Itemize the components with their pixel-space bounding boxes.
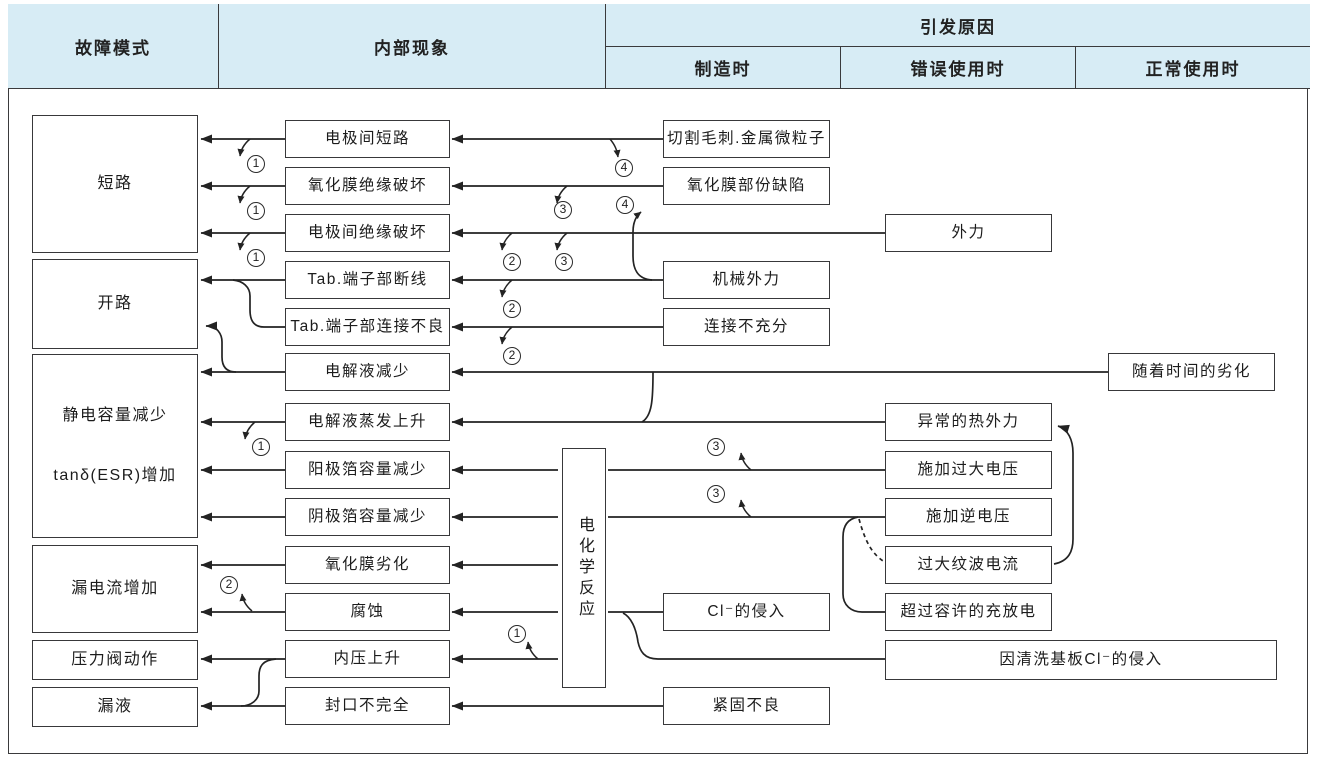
node-label: 电解液减少 [324, 363, 410, 381]
header-at-misuse: 错误使用时 [840, 46, 1075, 88]
node-corrosion: 腐蚀 [285, 593, 450, 631]
ref-mark-ref-2-insulation: 2 [503, 253, 521, 271]
ref-mark-ref-4-external-force: 4 [616, 196, 634, 214]
node-label: Tab.端子部断线 [307, 271, 428, 289]
node-label: 开路 [97, 295, 133, 312]
node-leakage-current-increase: 漏电流增加 [32, 545, 198, 633]
node-tab-terminal-wire-break: Tab.端子部断线 [285, 261, 450, 299]
node-label: 切割毛刺.金属微粒子 [667, 130, 826, 148]
header-at-normal-use: 正常使用时 [1075, 46, 1310, 88]
node-cl-intrusion: Cl⁻的侵入 [663, 593, 830, 631]
node-label: 超过容许的充放电 [900, 603, 1037, 621]
node-label: 短路 [97, 175, 133, 192]
node-excessive-ripple-current: 过大纹波电流 [885, 546, 1052, 584]
node-label: 电极间绝缘破坏 [307, 224, 427, 242]
node-open-circuit: 开路 [32, 259, 198, 349]
node-reverse-voltage: 施加逆电压 [885, 498, 1052, 536]
ref-mark-ref-2-tab-connection: 2 [503, 347, 521, 365]
ref-mark-ref-3-insulation: 3 [555, 253, 573, 271]
node-label: 因清洗基板Cl⁻的侵入 [999, 651, 1163, 669]
ref-mark-ref-2-corrosion: 2 [220, 576, 238, 594]
node-label: 阳极箔容量减少 [307, 461, 427, 479]
header-internal-phenomenon: 内部现象 [218, 4, 605, 88]
node-degradation-over-time: 随着时间的劣化 [1108, 353, 1275, 391]
ref-mark-ref-1-short-c: 1 [247, 249, 265, 267]
ref-mark-ref-1-short-a: 1 [247, 155, 265, 173]
node-label: 施加过大电压 [917, 461, 1020, 479]
node-abnormal-thermal-stress: 异常的热外力 [885, 403, 1052, 441]
node-external-force: 外力 [885, 214, 1052, 252]
header-at-normal-use-label: 正常使用时 [1145, 60, 1241, 79]
node-electrode-insulation-breakdown: 电极间绝缘破坏 [285, 214, 450, 252]
node-internal-pressure-rise: 内压上升 [285, 640, 450, 678]
node-label: 漏液 [97, 698, 133, 715]
header-divider [8, 88, 1310, 89]
header-failure-mode: 故障模式 [8, 4, 218, 88]
header-trigger-cause-label: 引发原因 [920, 17, 996, 37]
node-label: tanδ(ESR)增加 [53, 467, 177, 484]
node-label: 氧化膜劣化 [324, 556, 410, 574]
node-oxide-film-insulation-breakdown: 氧化膜绝缘破坏 [285, 167, 450, 205]
node-label: 过大纹波电流 [917, 556, 1020, 574]
node-label: 内压上升 [333, 650, 402, 668]
node-label: 电化学反应 [576, 515, 593, 621]
node-label: 机械外力 [712, 271, 781, 289]
ref-mark-ref-2-tab-break: 2 [503, 300, 521, 318]
header-at-misuse-label: 错误使用时 [910, 60, 1006, 79]
node-excessive-voltage: 施加过大电压 [885, 451, 1052, 489]
node-bad-tightening: 紧固不良 [663, 687, 830, 725]
node-label: Cl⁻的侵入 [707, 603, 786, 621]
node-cutting-burr-metal-particles: 切割毛刺.金属微粒子 [663, 120, 830, 158]
node-label: 施加逆电压 [925, 508, 1011, 526]
node-label: 紧固不良 [712, 697, 781, 715]
node-label: 腐蚀 [350, 603, 385, 621]
node-pressure-valve-operation: 压力阀动作 [32, 640, 198, 680]
node-incomplete-sealing: 封口不完全 [285, 687, 450, 725]
node-anode-foil-capacity-decrease: 阳极箔容量减少 [285, 451, 450, 489]
ref-mark-ref-3-anode: 3 [707, 438, 725, 456]
node-electrolyte-evaporation-rise: 电解液蒸发上升 [285, 403, 450, 441]
node-label: 电极间短路 [324, 130, 410, 148]
node-label: 随着时间的劣化 [1131, 363, 1251, 381]
node-capacitance-decrease: 静电容量减少 tanδ(ESR)增加 [32, 354, 198, 538]
node-label: 压力阀动作 [71, 651, 159, 668]
header-trigger-cause: 引发原因 [605, 4, 1310, 46]
ref-mark-ref-1-short-b: 1 [247, 202, 265, 220]
ref-mark-ref-3-cathode: 3 [707, 485, 725, 503]
ref-mark-ref-4-burr: 4 [615, 159, 633, 177]
node-electrochemical-reaction: 电化学反应 [562, 448, 606, 688]
node-insufficient-connection: 连接不充分 [663, 308, 830, 346]
node-electrode-short: 电极间短路 [285, 120, 450, 158]
node-label: 阴极箔容量减少 [307, 508, 427, 526]
node-pcb-cleaning-cl-intrusion: 因清洗基板Cl⁻的侵入 [885, 640, 1277, 680]
node-label: 电解液蒸发上升 [307, 413, 427, 431]
header-failure-mode-label: 故障模式 [75, 38, 151, 58]
ref-mark-ref-1-evaporation: 1 [252, 438, 270, 456]
header-at-manufacturing: 制造时 [605, 46, 840, 88]
node-label: 外力 [951, 224, 986, 242]
node-mechanical-external-force: 机械外力 [663, 261, 830, 299]
ref-mark-ref-3-oxide: 3 [554, 201, 572, 219]
node-label: 封口不完全 [324, 697, 410, 715]
ref-mark-ref-1-pressure: 1 [508, 625, 526, 643]
node-electrolyte-decrease: 电解液减少 [285, 353, 450, 391]
node-label: 氧化膜绝缘破坏 [307, 177, 427, 195]
node-liquid-leak: 漏液 [32, 687, 198, 727]
node-label: 连接不充分 [703, 318, 789, 336]
node-label: 氧化膜部份缺陷 [686, 177, 806, 195]
header-internal-phenomenon-label: 内部现象 [374, 38, 450, 58]
node-label: 异常的热外力 [917, 413, 1020, 431]
node-short-circuit: 短路 [32, 115, 198, 253]
node-oxide-film-degradation: 氧化膜劣化 [285, 546, 450, 584]
node-label: Tab.端子部连接不良 [290, 318, 445, 336]
node-tab-terminal-bad-connection: Tab.端子部连接不良 [285, 308, 450, 346]
header-at-manufacturing-label: 制造时 [694, 60, 752, 79]
node-label: 静电容量减少 [62, 407, 168, 424]
node-cathode-foil-capacity-decrease: 阴极箔容量减少 [285, 498, 450, 536]
node-oxide-film-partial-defect: 氧化膜部份缺陷 [663, 167, 830, 205]
node-label: 漏电流增加 [71, 580, 159, 597]
node-over-permitted-charge-discharge: 超过容许的充放电 [885, 593, 1052, 631]
